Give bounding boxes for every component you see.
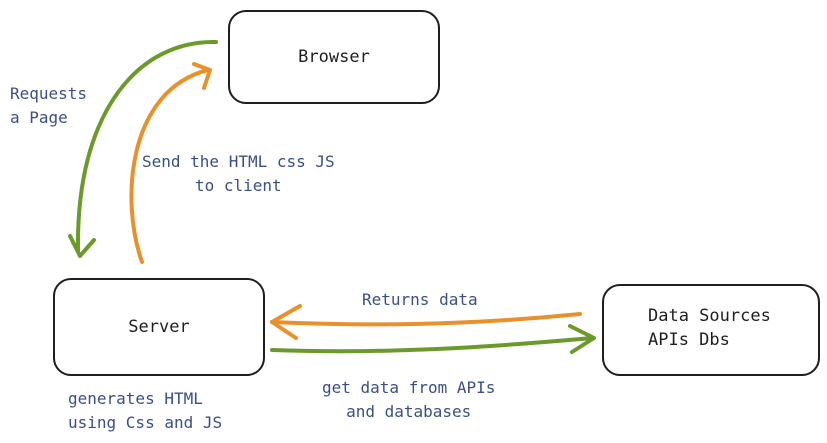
arrowhead-get-data [568, 324, 596, 354]
send-html-label: Send the HTML css JS to client [142, 152, 335, 195]
get-data-label: get data from APIs and databases [322, 378, 496, 421]
requests-page-label: Requests a Page [10, 84, 88, 127]
returns-data-label: Returns data [362, 290, 478, 309]
server-node: Server [53, 278, 265, 376]
data-sources-node: Data Sources APIs Dbs [602, 284, 820, 376]
arrowhead-send-html [192, 62, 212, 90]
arrow-get-data [270, 336, 594, 354]
server-label: Server [128, 317, 190, 337]
browser-node: Browser [228, 10, 440, 104]
generates-html-label: generates HTML using Css and JS [68, 389, 223, 432]
data-sources-sublabel: APIs Dbs [648, 330, 730, 350]
arrowhead-request-page [68, 234, 96, 258]
arrow-request-page [75, 39, 218, 252]
browser-label: Browser [298, 47, 370, 67]
arrowhead-returns-data [270, 304, 302, 340]
arrow-send-html [129, 68, 210, 264]
arrow-returns-data [270, 312, 582, 327]
data-sources-label: Data Sources [648, 306, 771, 326]
